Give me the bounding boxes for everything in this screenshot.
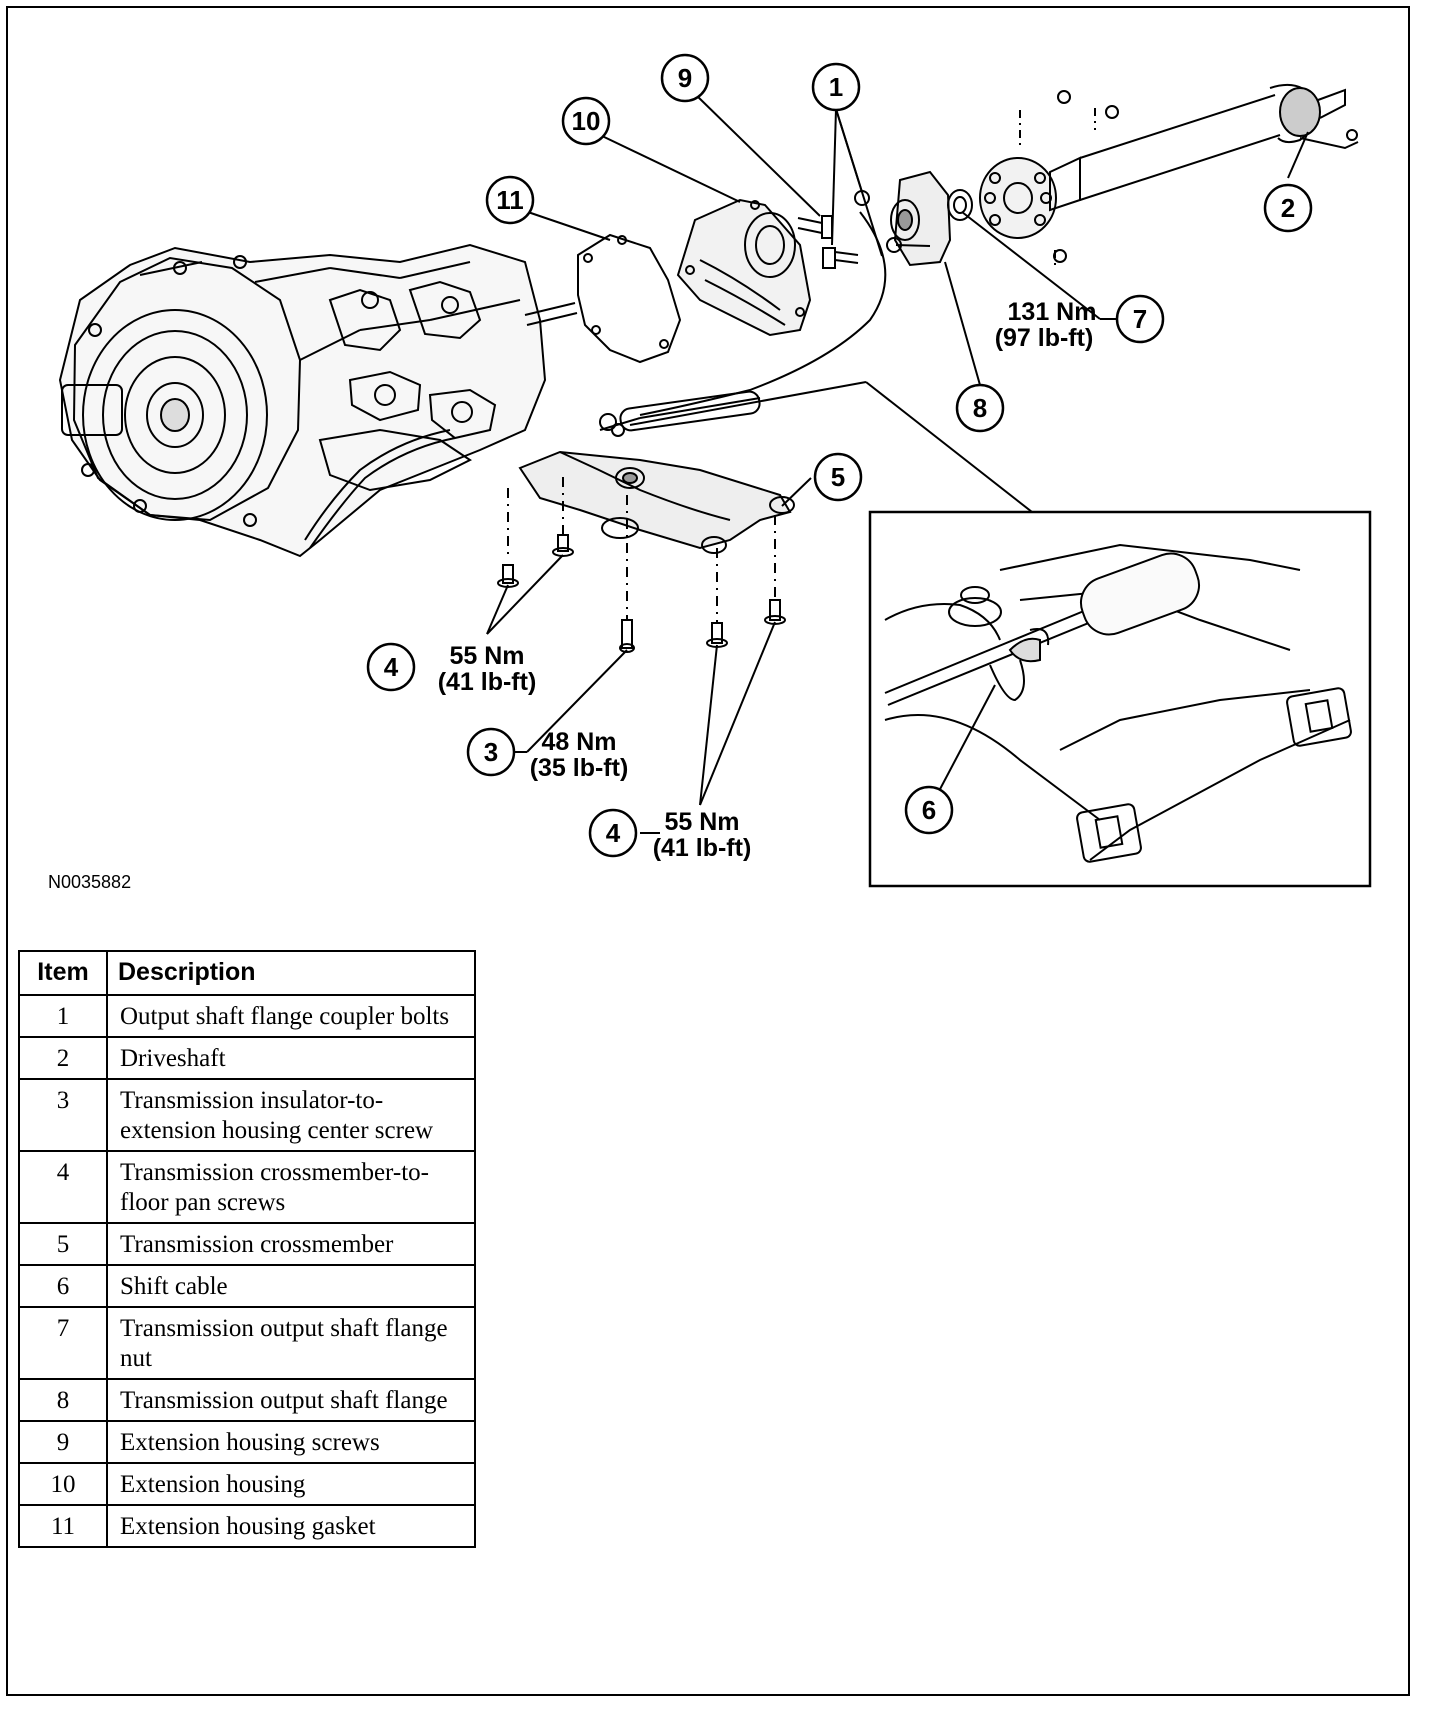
- callout-circle: [561, 96, 611, 146]
- callout-c8: 8: [955, 383, 1005, 433]
- legend-item-number: 4: [18, 1150, 108, 1224]
- driveshaft: [979, 84, 1359, 270]
- output-shaft-flange: [854, 170, 973, 267]
- torque-4a-nm: 55 Nm: [449, 642, 524, 670]
- legend-item-number: 5: [18, 1222, 108, 1266]
- figure-reference-code: N0035882: [48, 872, 131, 892]
- callout-layer: 1 2 3 4 4 5 6 7 8 9 10 11: [366, 53, 1313, 858]
- callout-c6: 6: [904, 785, 954, 835]
- legend-item-description: Extension housing gasket: [106, 1504, 476, 1548]
- shift-cable-illustration: [599, 211, 887, 437]
- callout-circle: [660, 53, 710, 103]
- callout-number: 5: [831, 462, 845, 492]
- callout-number: 6: [922, 795, 936, 825]
- torque-7-nm: 131 Nm: [1008, 298, 1097, 326]
- callout-c3: 3: [466, 727, 516, 777]
- callout-circle: [811, 62, 861, 112]
- callout-c4a: 4: [366, 642, 416, 692]
- legend-item-number: 11: [18, 1504, 108, 1548]
- callout-c7: 7: [1115, 294, 1165, 344]
- callout-c2: 2: [1263, 183, 1313, 233]
- callout-circle: [1263, 183, 1313, 233]
- legend-item-number: 1: [18, 994, 108, 1038]
- callout-circle: [466, 727, 516, 777]
- callout-circle: [485, 175, 535, 225]
- callout-c1: 1: [811, 62, 861, 112]
- legend-item-description: Output shaft flange coupler bolts: [106, 994, 476, 1038]
- legend-item-number: 9: [18, 1420, 108, 1464]
- legend-item-description: Transmission crossmember: [106, 1222, 476, 1266]
- page-frame: [6, 6, 1410, 1696]
- callout-c11: 11: [485, 175, 535, 225]
- callout-circle: [1115, 294, 1165, 344]
- callout-circle: [904, 785, 954, 835]
- callout-number: 10: [572, 106, 601, 136]
- callout-c10: 10: [561, 96, 611, 146]
- legend-item-description: Transmission output shaft flange nut: [106, 1306, 476, 1380]
- legend-item-description: Shift cable: [106, 1264, 476, 1308]
- shift-cable-detail-inset: [865, 381, 1372, 888]
- callout-circle: [366, 642, 416, 692]
- torque-4b-lbft: (41 lb-ft): [653, 834, 752, 862]
- callout-number: 2: [1281, 193, 1295, 223]
- legend-item-number: 7: [18, 1306, 108, 1380]
- callout-number: 11: [496, 185, 524, 215]
- legend-item-number: 10: [18, 1462, 108, 1506]
- extension-housing: [676, 198, 812, 337]
- legend-header-item: Item: [18, 950, 108, 996]
- legend-item-description: Transmission crossmember-to-floor pan sc…: [106, 1150, 476, 1224]
- extension-housing-screws: [797, 215, 859, 269]
- legend-item-description: Driveshaft: [106, 1036, 476, 1080]
- torque-4a-lbft: (41 lb-ft): [438, 668, 537, 696]
- callout-c4b: 4: [588, 808, 638, 858]
- callout-circle: [588, 808, 638, 858]
- transmission-illustration: [58, 243, 578, 558]
- torque-3-nm: 48 Nm: [541, 728, 616, 756]
- callout-number: 8: [973, 393, 987, 423]
- callout-c9: 9: [660, 53, 710, 103]
- torque-labels: 131 Nm (97 lb-ft) 55 Nm (41 lb-ft) 48 Nm…: [438, 298, 1097, 862]
- transmission-crossmember: [518, 450, 795, 554]
- legend-item-number: 2: [18, 1036, 108, 1080]
- legend-item-number: 6: [18, 1264, 108, 1308]
- callout-number: 3: [484, 737, 498, 767]
- legend-item-description: Transmission insulator-to-extension hous…: [106, 1078, 476, 1152]
- legend-item-description: Transmission output shaft flange: [106, 1378, 476, 1422]
- torque-4b-nm: 55 Nm: [664, 808, 739, 836]
- callout-c5: 5: [813, 452, 863, 502]
- legend-item-description: Extension housing screws: [106, 1420, 476, 1464]
- torque-3-lbft: (35 lb-ft): [530, 754, 629, 782]
- legend-header-description: Description: [106, 950, 476, 996]
- legend-item-number: 3: [18, 1078, 108, 1152]
- legend-item-description: Extension housing: [106, 1462, 476, 1506]
- callout-number: 4: [606, 818, 621, 848]
- torque-7-lbft: (97 lb-ft): [995, 324, 1094, 352]
- legend-header-row: Item Description: [18, 950, 476, 996]
- legend-item-number: 8: [18, 1378, 108, 1422]
- callout-number: 7: [1133, 304, 1147, 334]
- callout-number: 9: [678, 63, 692, 93]
- callout-circle: [955, 383, 1005, 433]
- callout-number: 4: [384, 652, 399, 682]
- callout-circle: [813, 452, 863, 502]
- callout-number: 1: [829, 72, 843, 102]
- extension-housing-gasket: [577, 233, 682, 364]
